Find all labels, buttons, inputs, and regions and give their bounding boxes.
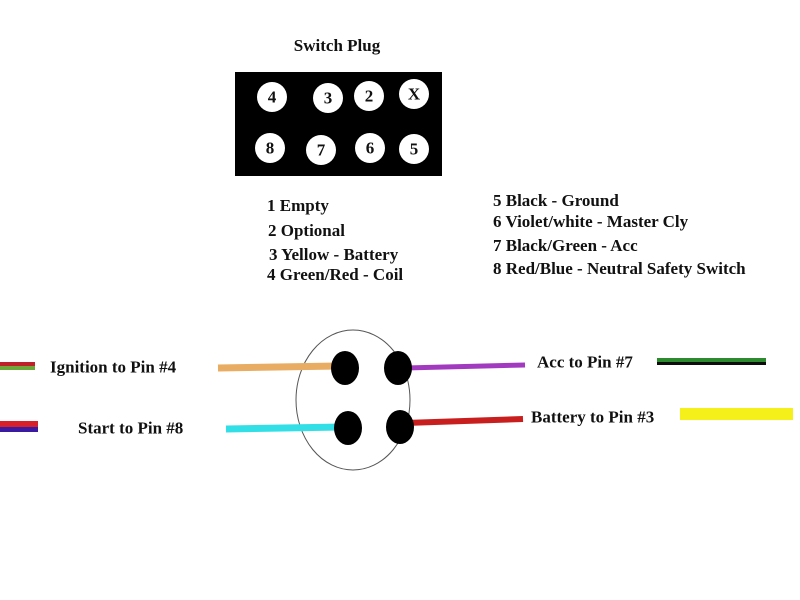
start-label: Start to Pin #8	[78, 419, 183, 438]
ignition-wire	[217, 362, 339, 372]
legend-item: 8 Red/Blue - Neutral Safety Switch	[493, 259, 746, 278]
battery-wire	[404, 416, 524, 426]
svg-text:3: 3	[324, 89, 333, 108]
ignition-label: Ignition to Pin #4	[50, 358, 177, 377]
ignition-stub-wire	[0, 366, 35, 370]
battery-stub-wire	[680, 408, 793, 420]
plug-pin: X	[399, 79, 429, 109]
plug-pin: 8	[255, 133, 285, 163]
svg-text:7: 7	[317, 141, 326, 160]
legend-right: 5 Black - Ground 6 Violet/white - Master…	[493, 191, 746, 278]
legend-item: 2 Optional	[268, 221, 345, 240]
start-stub-wire	[0, 421, 38, 427]
svg-text:5: 5	[410, 140, 419, 159]
legend-item: 5 Black - Ground	[493, 191, 619, 210]
legend-item: 3 Yellow - Battery	[269, 245, 399, 264]
svg-text:2: 2	[365, 87, 374, 106]
connector-hole	[384, 351, 412, 385]
legend-item: 4 Green/Red - Coil	[267, 265, 403, 284]
plug-pin: 3	[313, 83, 343, 113]
switch-plug: 4 3 2 X 8 7 6 5	[235, 72, 442, 176]
svg-text:6: 6	[366, 139, 375, 158]
svg-text:4: 4	[268, 88, 277, 107]
acc-wire	[404, 362, 526, 371]
legend-item: 7 Black/Green - Acc	[493, 236, 638, 255]
connector-hole	[334, 411, 362, 445]
svg-text:X: X	[408, 85, 421, 104]
plug-pin: 5	[399, 134, 429, 164]
ignition-stub-wire	[0, 362, 35, 366]
plug-pin: 7	[306, 135, 336, 165]
acc-label: Acc to Pin #7	[537, 353, 633, 372]
connector-hole	[386, 410, 414, 444]
start-wire	[225, 423, 343, 433]
acc-stub-wire	[657, 358, 766, 362]
legend-left: 1 Empty 2 Optional 3 Yellow - Battery 4 …	[267, 196, 403, 284]
battery-label: Battery to Pin #3	[531, 408, 654, 427]
plug-pin: 2	[354, 81, 384, 111]
start-stub-wire	[0, 427, 38, 432]
connector-hole	[331, 351, 359, 385]
plug-pin: 4	[257, 82, 287, 112]
legend-item: 1 Empty	[267, 196, 329, 215]
plug-pin: 6	[355, 133, 385, 163]
legend-item: 6 Violet/white - Master Cly	[493, 212, 689, 231]
svg-text:8: 8	[266, 139, 275, 158]
switch-plug-title: Switch Plug	[294, 36, 381, 55]
connector-outline	[295, 329, 411, 471]
acc-stub-wire	[657, 362, 766, 365]
